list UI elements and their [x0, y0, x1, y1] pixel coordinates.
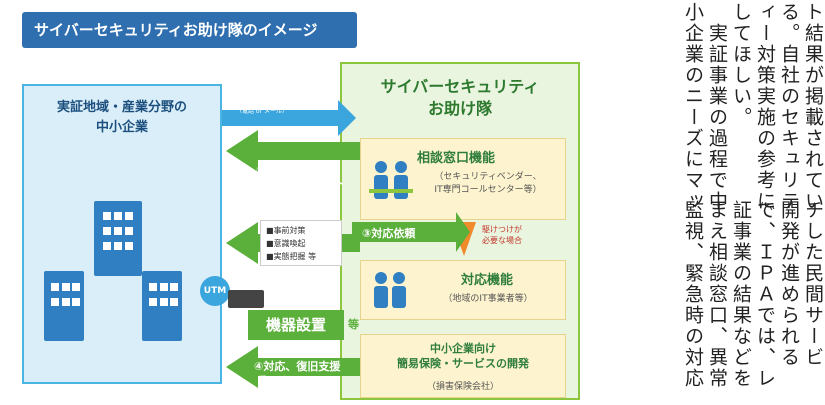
text-column: 監視、緊急時の対応	[682, 200, 704, 389]
sme-title-line1: 実証地域・産業分野の	[56, 100, 187, 115]
figure-title: サイバーセキュリティお助け隊のイメージ	[22, 12, 357, 48]
sme-title-line2: 中小企業	[95, 120, 148, 135]
insurance-sub: （損害保険会社）	[426, 382, 499, 392]
staff-icon	[369, 161, 413, 199]
insurance-box: 中小企業向け 簡易保険・サービスの開発 （損害保険会社）	[360, 334, 566, 398]
step4-sub: （駆けつけ）	[254, 376, 291, 383]
consult-desk-sub-line2: IT専門コールセンター等）	[434, 185, 542, 195]
utm-badge: UTM	[200, 276, 230, 306]
step2-text-line1: ②対応、	[256, 164, 299, 177]
response-title: 対応機能	[461, 273, 514, 288]
sme-panel-title: 実証地域・産業分野の 中小企業	[24, 98, 220, 138]
checklist-item: ■意識喚起	[266, 239, 306, 248]
step1-text: ①相談	[236, 92, 268, 105]
step1-label: ①相談 （電話 or メール）	[236, 92, 288, 118]
dispatch-note-line1: 駆けつけが	[482, 225, 522, 234]
step2-label: ②対応、 リモートサポート （電話 or メール）	[256, 164, 344, 203]
buildings-illustration	[44, 201, 182, 341]
text-column: 証事業の結果などを	[730, 200, 752, 389]
engineer-icon	[374, 272, 406, 308]
step2-text-line2: リモートサポート	[256, 177, 344, 190]
consult-desk-title: 相談窓口機能	[417, 151, 496, 166]
utm-device-icon	[228, 290, 264, 308]
consult-desk-sub: （セキュリティベンダー、 IT専門コールセンター等）	[411, 171, 565, 197]
help-team-title-line2: お助け隊	[427, 99, 492, 118]
text-column: してほしい。	[730, 2, 752, 128]
response-sub: （地域のIT事業者等）	[443, 294, 533, 304]
step4-label: ④対応、復旧支援 （駆けつけ）	[254, 360, 340, 386]
step2-sub: （電話 or メール）	[256, 193, 308, 200]
step4-text: ④対応、復旧支援	[254, 360, 341, 373]
device-install-label: 機器設置	[248, 310, 344, 340]
figure: サイバーセキュリティお助け隊のイメージ 実証地域・産業分野の 中小企業	[22, 12, 580, 400]
text-column: る。自社のセキュリテ	[778, 2, 800, 212]
consult-desk-box: 相談窓口機能 （セキュリティベンダー、 IT専門コールセンター等）	[360, 138, 566, 220]
insurance-title-line1: 中小企業向け	[430, 342, 496, 355]
checklist: ■事前対策 ■意識喚起 ■実態把握 等	[260, 220, 342, 266]
consult-desk-sub-line1: （セキュリティベンダー、	[434, 172, 542, 182]
device-install-suffix: 等	[348, 318, 359, 331]
text-column: まえ相談窓口、異常	[706, 200, 728, 389]
article-body: ト結果が掲載されてい る。自社のセキュリテ ィー対策実施の参考に してほしい。 …	[600, 0, 825, 405]
sme-panel: 実証地域・産業分野の 中小企業	[22, 84, 222, 384]
checklist-item: ■事前対策	[266, 226, 306, 235]
insurance-title-line2: 簡易保険・サービスの開発	[397, 357, 529, 370]
text-column: 開発が進められる	[778, 200, 800, 368]
text-column: チした民間サービ	[802, 200, 824, 368]
text-column: 小企業のニーズにマッ	[682, 2, 704, 212]
request-arrow-icon	[452, 222, 476, 256]
insurance-title: 中小企業向け 簡易保険・サービスの開発	[361, 341, 565, 371]
text-column: ト結果が掲載されてい	[802, 2, 824, 212]
help-team-title: サイバーセキュリティ お助け隊	[342, 76, 578, 120]
response-box: 対応機能 （地域のIT事業者等）	[360, 260, 566, 320]
text-column: で、ＩＰＡでは、レ	[754, 200, 776, 389]
dispatch-note: 駆けつけが 必要な場合	[482, 224, 522, 246]
text-column: ィー対策実施の参考に	[754, 2, 776, 212]
step1-sub: （電話 or メール）	[236, 108, 288, 115]
text-column: 実証事業の過程で中	[706, 2, 728, 212]
help-team-title-line1: サイバーセキュリティ	[380, 77, 540, 96]
step3-label: ③対応依頼	[362, 227, 416, 240]
dispatch-note-line2: 必要な場合	[482, 236, 522, 245]
checklist-item: ■実態把握 等	[266, 252, 317, 261]
